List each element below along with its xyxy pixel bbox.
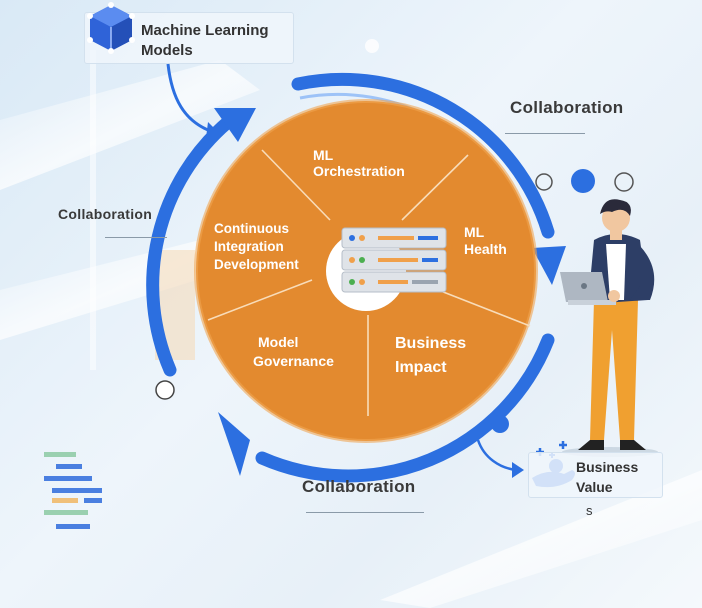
collaboration-label-left: Collaboration bbox=[58, 206, 153, 222]
segment-impact-line2: Impact bbox=[395, 359, 447, 376]
deco-circle bbox=[535, 173, 553, 191]
deco-circle bbox=[614, 172, 634, 192]
business-value-line1: Business bbox=[576, 459, 639, 475]
code-lines-icon bbox=[44, 452, 102, 529]
collaboration-label-top: Collaboration bbox=[510, 98, 624, 117]
server-icon bbox=[341, 227, 447, 293]
segment-ci-line3: Development bbox=[214, 257, 299, 272]
segment-ci-line2: Integration bbox=[214, 239, 284, 254]
business-value-label: Business Value bbox=[528, 452, 663, 498]
deco-circle bbox=[155, 380, 175, 400]
segment-governance-line1: Model bbox=[258, 334, 298, 350]
ml-models-line1: Machine Learning bbox=[141, 22, 269, 39]
segment-health-line1: ML bbox=[464, 224, 485, 240]
pointer-arrow-bottom bbox=[476, 439, 524, 478]
stray-character: s bbox=[586, 503, 593, 518]
cube-icon bbox=[87, 2, 135, 54]
collaboration-arrows bbox=[146, 72, 566, 483]
business-value-line2: Value bbox=[576, 479, 613, 495]
collaboration-label-bottom: Collaboration bbox=[302, 477, 416, 496]
deco-dot bbox=[571, 169, 595, 193]
segment-ci-line1: Continuous bbox=[214, 221, 289, 236]
segment-dividers bbox=[207, 149, 531, 416]
segment-orchestration-line1: ML bbox=[313, 147, 334, 163]
segment-orchestration-line2: Orchestration bbox=[313, 163, 405, 179]
collaboration-underline-bottom bbox=[306, 512, 424, 513]
collaboration-underline-left bbox=[105, 237, 167, 238]
ml-models-line2: Models bbox=[141, 42, 193, 59]
segment-health-line2: Health bbox=[464, 241, 507, 257]
segment-impact-line1: Business bbox=[395, 335, 466, 352]
person-with-laptop-icon bbox=[560, 199, 658, 457]
collaboration-underline-top bbox=[505, 133, 585, 134]
deco-dot bbox=[491, 415, 509, 433]
segment-governance-line2: Governance bbox=[253, 353, 334, 369]
